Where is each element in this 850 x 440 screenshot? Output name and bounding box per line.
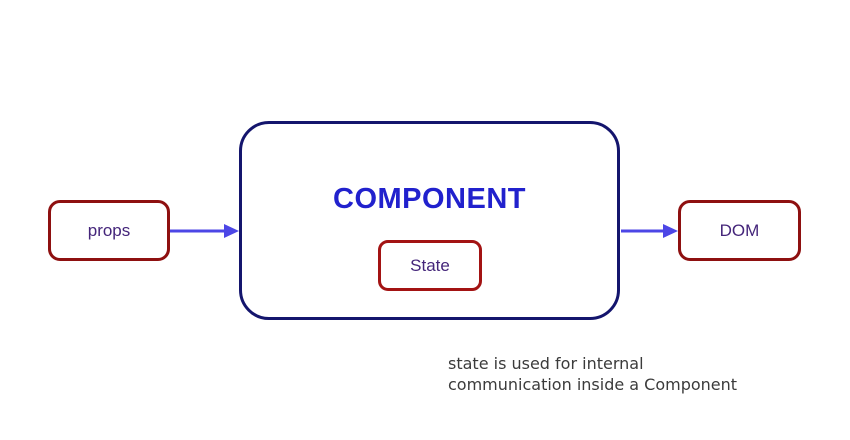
dom-node: DOM xyxy=(678,200,801,261)
state-node: State xyxy=(378,240,482,291)
dom-label: DOM xyxy=(719,220,760,240)
props-node: props xyxy=(48,200,170,261)
arrow-props-to-component-icon xyxy=(170,224,239,238)
caption-line-2: communication inside a Component xyxy=(448,375,738,394)
arrow-component-to-dom-icon xyxy=(621,224,678,238)
caption-line-1: state is used for internal xyxy=(448,354,644,373)
component-title: COMPONENT xyxy=(333,183,526,215)
caption-text: state is used for internal communication… xyxy=(448,353,737,395)
props-label: props xyxy=(87,220,131,240)
component-node xyxy=(239,121,620,320)
state-label: State xyxy=(410,255,450,275)
